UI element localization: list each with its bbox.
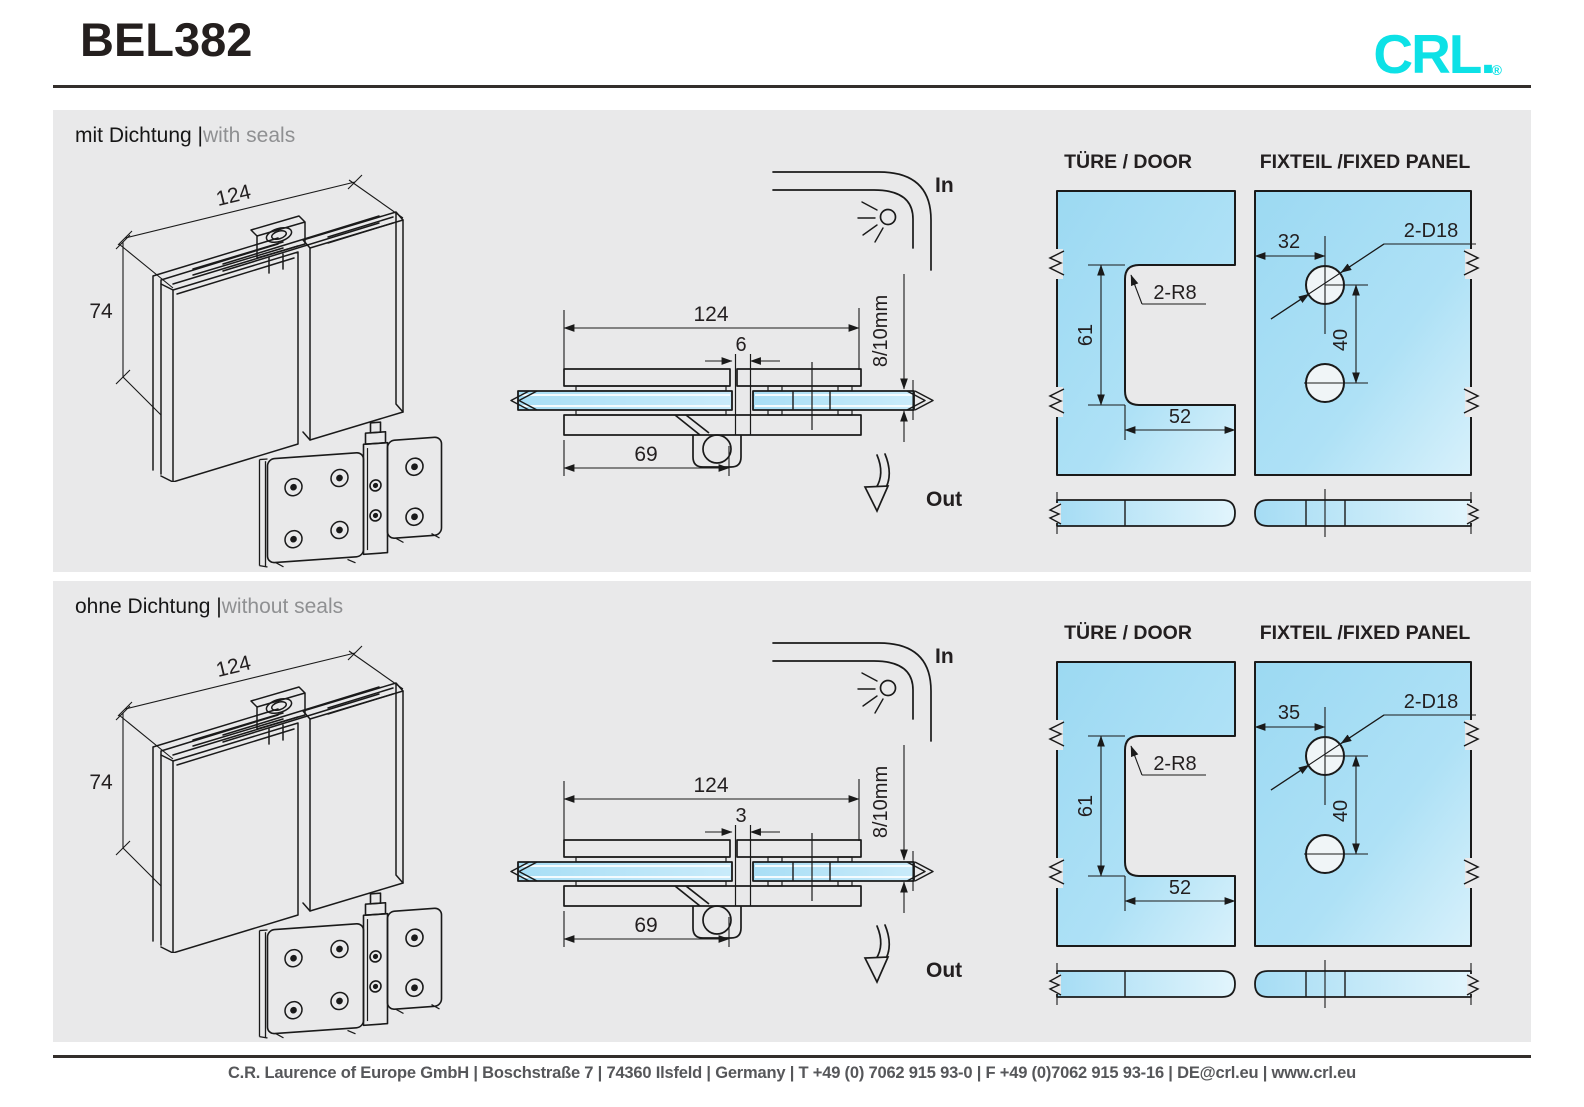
isometric-hinge-drawing: 124 74 bbox=[89, 643, 463, 953]
page-title: BEL382 bbox=[80, 13, 253, 66]
out-label: Out bbox=[926, 959, 962, 982]
crl-logo: CRL.® bbox=[1373, 22, 1502, 86]
iso-width-dim: 124 bbox=[214, 180, 254, 211]
glass-panels-drawing: TÜRE / DOOR FIXTEIL /FIXED PANEL 61 2-R8… bbox=[1028, 150, 1500, 550]
total-width-dim: 124 bbox=[693, 303, 728, 326]
fixed-panel-heading: FIXTEIL /FIXED PANEL bbox=[1260, 622, 1471, 644]
crl-logo-dot: . bbox=[1480, 23, 1495, 85]
crl-logo-text: CRL bbox=[1373, 23, 1482, 85]
notch-width-dim: 52 bbox=[1169, 406, 1191, 428]
corner-radius-label: 2-R8 bbox=[1153, 282, 1196, 304]
hinge-detail-drawing bbox=[251, 406, 466, 571]
in-label: In bbox=[935, 174, 954, 197]
glass-thickness-dim: 8/10mm bbox=[870, 766, 892, 838]
isometric-hinge-drawing: 124 74 bbox=[89, 172, 463, 482]
title-divider bbox=[53, 85, 1531, 88]
section-heading: ohne Dichtung |without seals bbox=[75, 595, 343, 619]
door-heading: TÜRE / DOOR bbox=[1064, 621, 1192, 644]
section-without-seals: ohne Dichtung |without seals 124 74 In 1… bbox=[53, 581, 1531, 1042]
offset-dim: 69 bbox=[634, 443, 657, 466]
in-label: In bbox=[935, 645, 954, 668]
hole-spacing-dim: 40 bbox=[1330, 329, 1352, 351]
notch-height-dim: 61 bbox=[1075, 795, 1097, 817]
corner-radius-label: 2-R8 bbox=[1153, 753, 1196, 775]
glass-thickness-dim: 8/10mm bbox=[870, 295, 892, 367]
gap-dim: 3 bbox=[735, 805, 746, 827]
notch-height-dim: 61 bbox=[1075, 324, 1097, 346]
footer-contact-info: C.R. Laurence of Europe GmbH | Boschstra… bbox=[227, 1064, 1357, 1082]
hole-diameter-label: 2-D18 bbox=[1404, 691, 1458, 713]
iso-width-dim: 124 bbox=[214, 651, 254, 682]
section-heading-english: with seals bbox=[203, 124, 296, 147]
out-label: Out bbox=[926, 488, 962, 511]
hole-offset-dim: 35 bbox=[1278, 702, 1300, 724]
door-heading: TÜRE / DOOR bbox=[1064, 150, 1192, 173]
hole-offset-dim: 32 bbox=[1278, 231, 1300, 253]
glass-panels-drawing: TÜRE / DOOR FIXTEIL /FIXED PANEL 61 2-R8… bbox=[1028, 621, 1500, 1021]
offset-dim: 69 bbox=[634, 914, 657, 937]
section-with-seals: mit Dichtung |with seals 124 74 In 124 6… bbox=[53, 110, 1531, 572]
cross-section-drawing: In 124 6 8/10mm 69 Out bbox=[483, 158, 962, 570]
hinge-detail-drawing bbox=[251, 877, 466, 1042]
section-heading-german: ohne Dichtung | bbox=[75, 595, 222, 618]
hole-diameter-label: 2-D18 bbox=[1404, 220, 1458, 242]
fixed-panel-heading: FIXTEIL /FIXED PANEL bbox=[1260, 151, 1471, 173]
footer-divider bbox=[53, 1055, 1531, 1058]
section-heading-german: mit Dichtung | bbox=[75, 124, 203, 147]
section-heading-english: without seals bbox=[221, 595, 344, 618]
iso-height-dim: 74 bbox=[89, 771, 113, 794]
hole-spacing-dim: 40 bbox=[1330, 800, 1352, 822]
cross-section-drawing: In 124 3 8/10mm 69 Out bbox=[483, 629, 962, 1041]
iso-height-dim: 74 bbox=[89, 300, 113, 323]
notch-width-dim: 52 bbox=[1169, 877, 1191, 899]
gap-dim: 6 bbox=[735, 334, 746, 356]
registered-mark-icon: ® bbox=[1491, 62, 1502, 78]
total-width-dim: 124 bbox=[693, 774, 728, 797]
section-heading: mit Dichtung |with seals bbox=[75, 124, 295, 148]
